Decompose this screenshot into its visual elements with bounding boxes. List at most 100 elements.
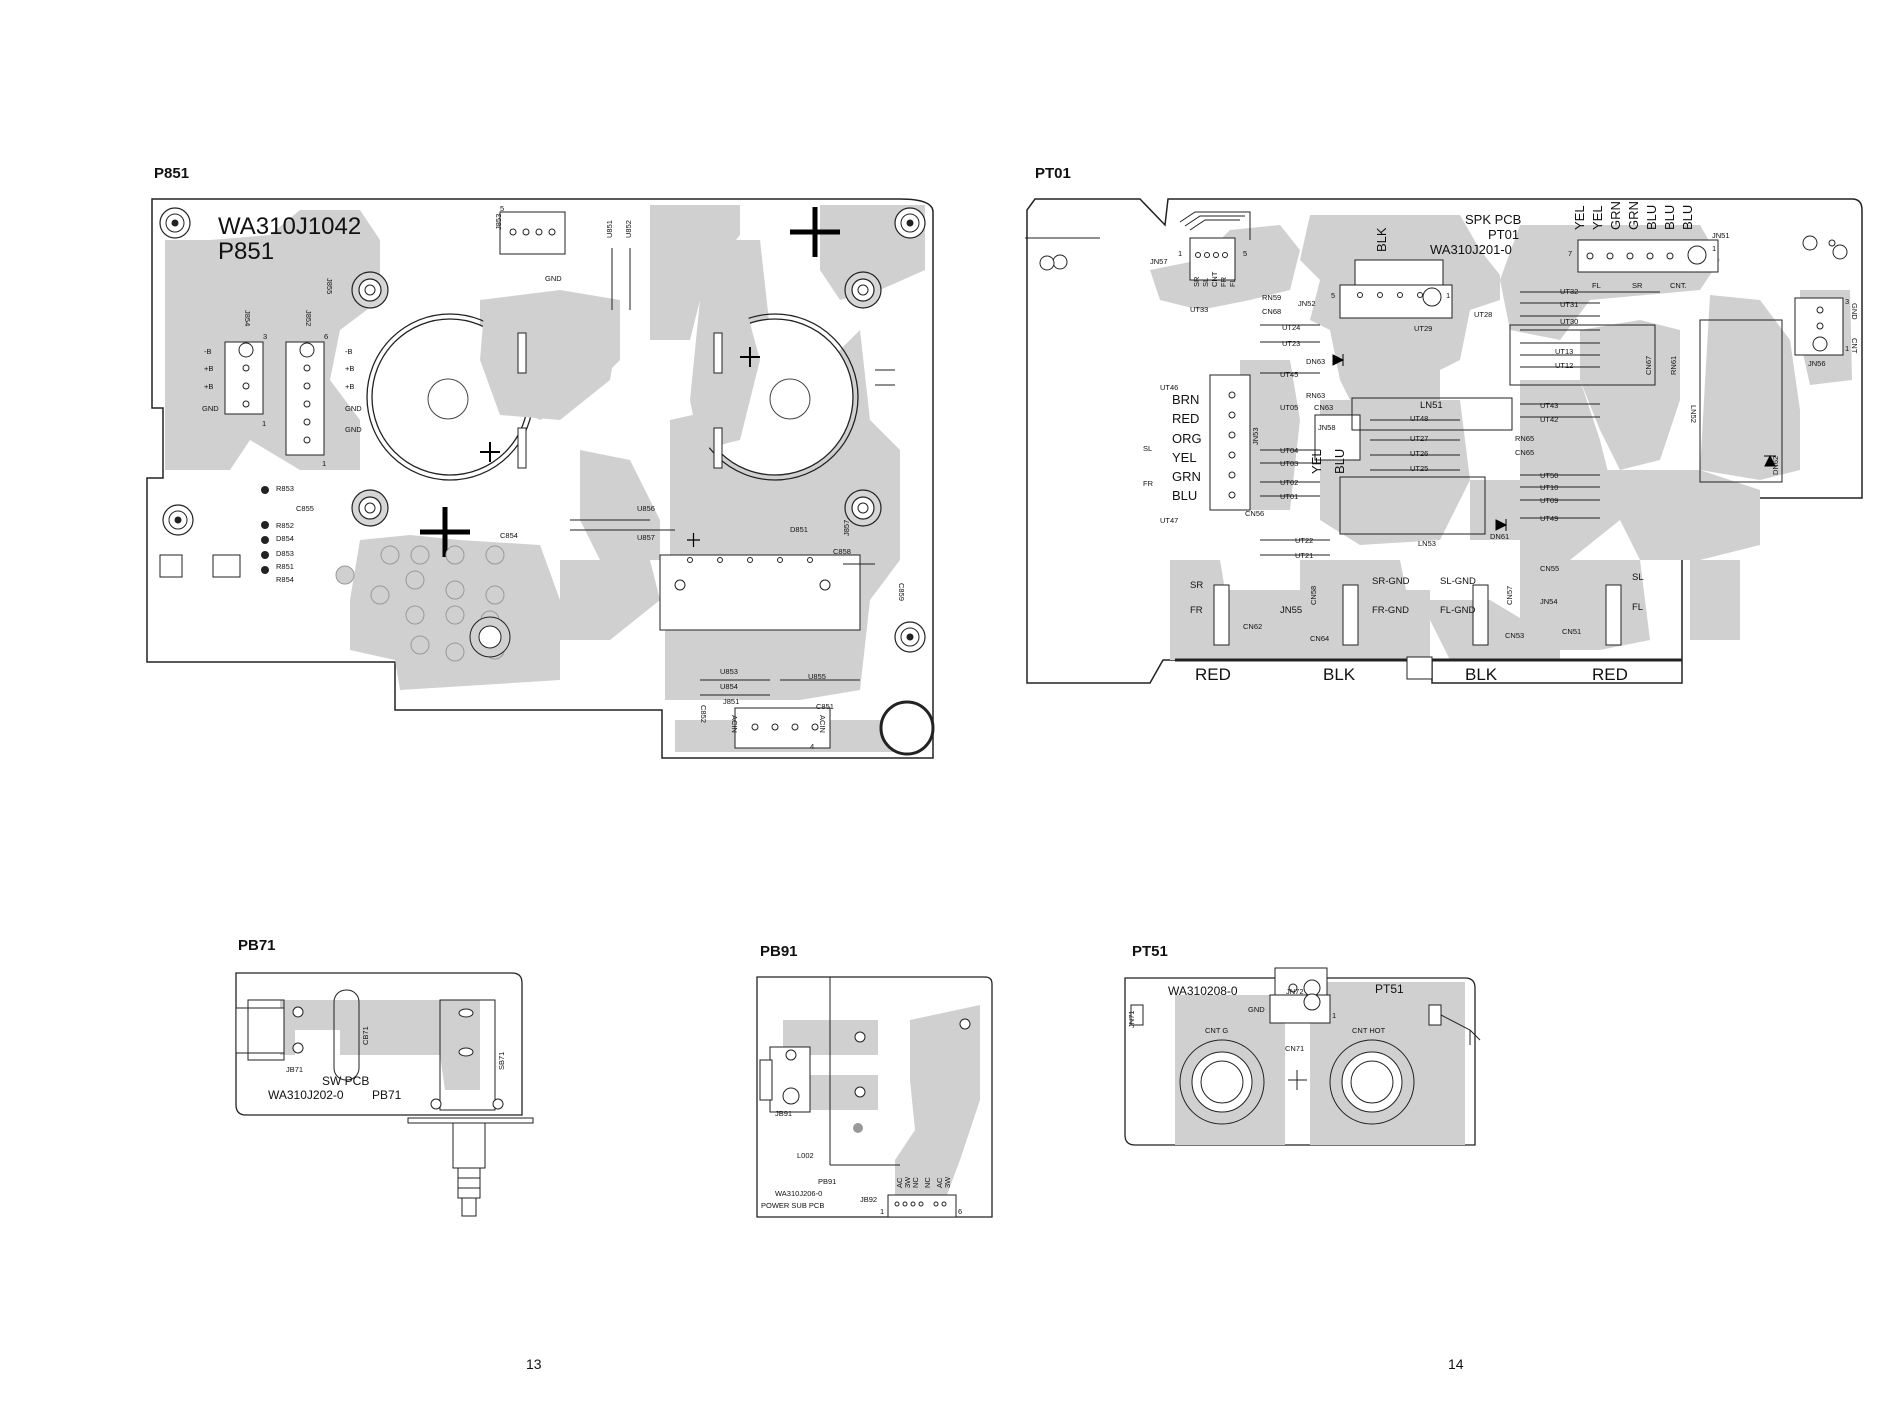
pt01-label: UT03	[1280, 459, 1299, 468]
p851-label: U854	[720, 682, 738, 691]
pt01-label: UT05	[1280, 403, 1299, 412]
pt01-label: LN53	[1418, 539, 1436, 548]
p851-label: R854	[276, 575, 294, 584]
pt01-label: CN68	[1262, 307, 1282, 316]
wire-color-label: BLU	[1680, 204, 1695, 230]
section-label-p851: P851	[154, 165, 190, 182]
p851-label: D851	[790, 525, 808, 534]
pt01-board	[1025, 198, 1863, 684]
pt01-label: UT21	[1295, 551, 1314, 560]
wire-color-label: BLU	[1662, 204, 1677, 230]
p851-label: J857	[842, 519, 851, 536]
speaker-terminal-label: BLK	[1323, 665, 1356, 684]
p851-label: R852	[276, 521, 294, 530]
p851-label: GND	[545, 274, 562, 283]
pt01-label: JN53	[1251, 427, 1260, 445]
section-label-pb71: PB71	[238, 937, 276, 954]
pt01-label: CN62	[1243, 622, 1263, 631]
p851-label: J853	[494, 213, 503, 230]
wire-color-label: YEL	[1572, 205, 1587, 230]
wire-color-label: ORG	[1172, 431, 1202, 446]
pt51-label: CNT HOT	[1352, 1026, 1386, 1035]
pt51-label: CNT G	[1205, 1026, 1229, 1035]
p851-label: +B	[345, 382, 355, 391]
pt01-label: RN59	[1262, 293, 1282, 302]
pt01-label: SL	[1143, 444, 1153, 453]
pt01-label: 5	[1331, 291, 1336, 300]
pt01-label: UT49	[1540, 514, 1559, 523]
p851-label: D853	[276, 549, 294, 558]
speaker-terminal-label: RED	[1195, 665, 1231, 684]
pt01-label: 7	[1568, 249, 1573, 258]
pt01-label: UT33	[1190, 305, 1209, 314]
pt01-label: UT25	[1410, 464, 1429, 473]
p851-label: R853	[276, 484, 294, 493]
pt01-label: JN55	[1280, 605, 1303, 616]
pt01-label: CN64	[1310, 634, 1330, 643]
pt01-label: RN61	[1669, 355, 1678, 375]
page-number-left: 13	[526, 1356, 542, 1372]
section-label-pt51: PT51	[1132, 943, 1168, 960]
wire-color-label: YEL	[1590, 205, 1605, 230]
pb91-label: JB91	[775, 1109, 793, 1118]
pt01-title-name: PT01	[1488, 227, 1520, 242]
pt01-label: UT10	[1540, 483, 1559, 492]
pt01-label: CNT	[1210, 271, 1219, 287]
pt01-label: CN63	[1314, 403, 1334, 412]
pt01-label: CN65	[1515, 448, 1535, 457]
p851-label: U856	[637, 504, 655, 513]
pt01-label: UT46	[1160, 383, 1179, 392]
p851-label: C854	[500, 531, 518, 540]
pb71-label: SB71	[497, 1051, 506, 1070]
p851-label: U853	[720, 667, 738, 676]
p851-label: C855	[296, 504, 314, 513]
pt51-label: JN71	[1127, 1010, 1136, 1028]
pt01-label: CNT	[1850, 338, 1859, 354]
pt01-label: UT45	[1280, 370, 1299, 379]
pt01-label: UT30	[1560, 317, 1579, 326]
pt01-label: UT28	[1474, 310, 1493, 319]
pt01-label: FR	[1143, 479, 1153, 488]
pt01-label: SR	[1632, 281, 1643, 290]
pt01-label: DN61	[1490, 532, 1510, 541]
pt51-label: GND	[1248, 1005, 1265, 1014]
pt01-label: 3	[1845, 297, 1850, 306]
pt51-label: JN72	[1286, 987, 1304, 996]
p851-label: +B	[345, 364, 355, 373]
page-number-right: 14	[1448, 1356, 1464, 1372]
pt01-label: CN55	[1540, 564, 1560, 573]
pb91-label: PB91	[818, 1177, 837, 1186]
pt01-label: JN57	[1150, 257, 1168, 266]
wire-color-label: RED	[1172, 411, 1200, 426]
pt01-label: SL	[1201, 277, 1210, 287]
pt01-label: GND	[1850, 303, 1859, 320]
section-label-pb91: PB91	[760, 943, 798, 960]
pt01-label: UT13	[1555, 347, 1574, 356]
pt01-label: LN51	[1420, 400, 1443, 411]
pt01-label: FR-GND	[1372, 605, 1409, 616]
pt01-label: CN58	[1309, 585, 1318, 605]
p851-label: -B	[345, 347, 353, 356]
pt01-label: UT43	[1540, 401, 1559, 410]
pt01-label: 1	[1446, 291, 1451, 300]
pt01-label: 1	[1712, 244, 1717, 253]
pt01-title-code: WA310J201-0	[1430, 242, 1512, 257]
p851-label: +B	[204, 382, 214, 391]
p851-label: -B	[204, 347, 212, 356]
pt01-label: 5	[1243, 249, 1248, 258]
p851-label: 3	[263, 332, 268, 341]
pt01-label: RN63	[1306, 391, 1326, 400]
pb71-label: PB71	[372, 1088, 402, 1102]
pt01-label: SL-GND	[1440, 576, 1476, 587]
p851-label: GND	[202, 404, 219, 413]
p851-label: U855	[808, 672, 826, 681]
pt01-label: UT23	[1282, 339, 1301, 348]
pt01-label: CN67	[1644, 355, 1653, 375]
pt01-label: SL	[1632, 572, 1644, 583]
speaker-terminal-label: BLK	[1465, 665, 1498, 684]
wire-color-label: YEL	[1172, 450, 1197, 465]
pt01-label: DN63	[1306, 357, 1326, 366]
p851-label: 5	[500, 204, 505, 213]
pb71-label: CB71	[361, 1026, 370, 1045]
